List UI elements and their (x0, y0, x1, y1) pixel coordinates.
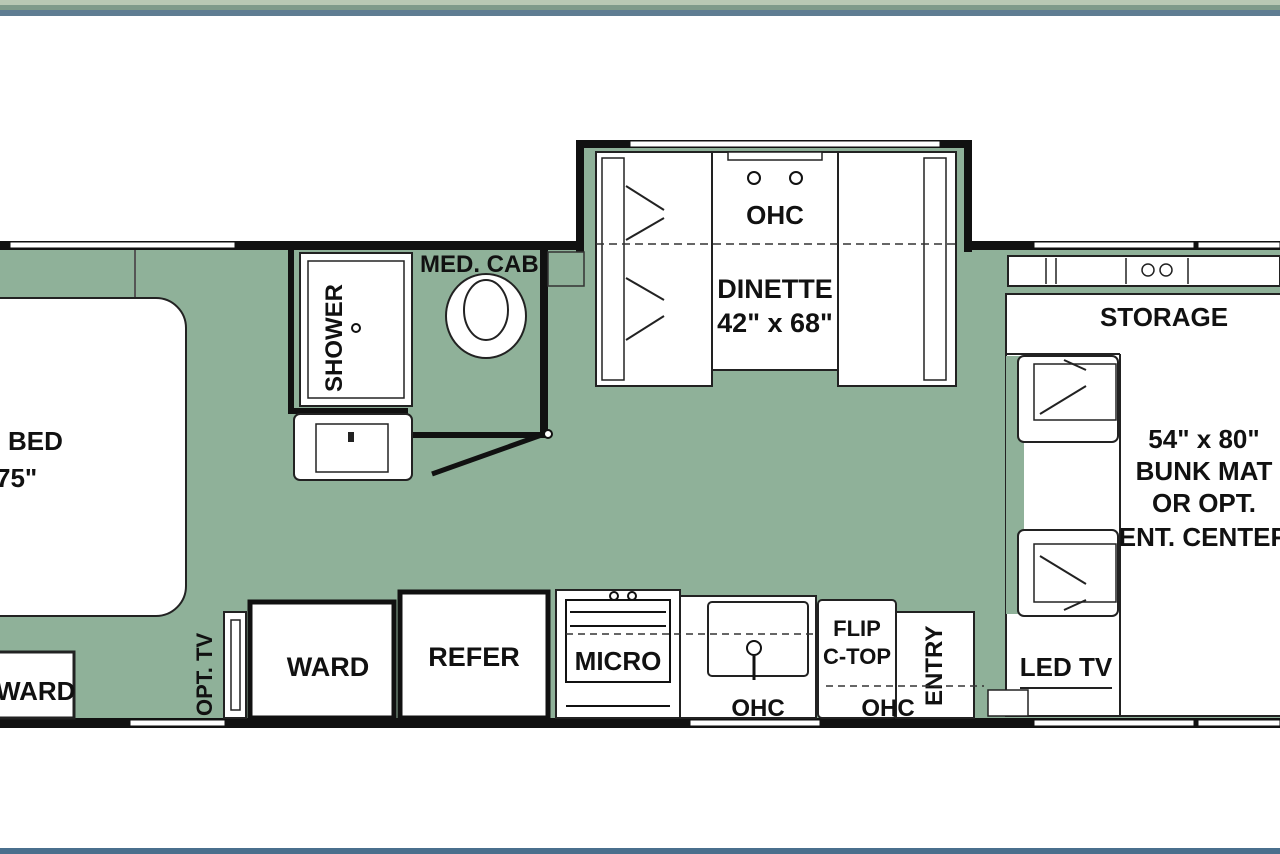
c-top-label: C-TOP (823, 644, 891, 669)
opt-tv-label: OPT. TV (192, 633, 217, 716)
cab-seat-upper (1017, 355, 1119, 443)
bunk-mat-label: BUNK MAT (1136, 456, 1273, 486)
ward-label: WARD (287, 652, 370, 682)
shower (299, 252, 413, 407)
ohc-entry-label: OHC (861, 695, 914, 722)
bottom-photo-strip (0, 848, 1280, 854)
dinette-table (711, 151, 839, 371)
wardrobe (247, 599, 397, 721)
ent-center-label: ENT. CENTER (1119, 522, 1280, 552)
bath-walls (288, 246, 548, 438)
overhead-storage-strip (1007, 255, 1280, 287)
opt-tv-cabinet (223, 611, 247, 719)
entry-label: ENTRY (921, 626, 948, 706)
dinette-label: DINETTE (717, 274, 833, 304)
bath-sink (293, 413, 413, 481)
refer-label: REFER (428, 642, 520, 672)
dinette-size-label: 42" x 68" (717, 308, 833, 338)
ohc-top-label: OHC (746, 200, 804, 230)
entry-step (895, 611, 975, 719)
med-cab-label: MED. CAB (420, 251, 539, 278)
micro-label: MICRO (575, 646, 662, 676)
windows (9, 140, 1280, 727)
bunk-size-label: 54" x 80" (1148, 424, 1259, 454)
wardrobe-left (0, 650, 76, 720)
galley-sink-counter (679, 595, 817, 719)
bed (0, 297, 187, 617)
storage-label: STORAGE (1100, 302, 1228, 332)
flip-label: FLIP (833, 616, 881, 641)
refrigerator (397, 589, 551, 721)
bed-label: BED (8, 426, 63, 456)
bed-size-label: 75" (0, 463, 37, 493)
ward-left-label: WARD (0, 676, 75, 706)
shower-label: SHOWER (321, 284, 348, 392)
led-tv-label: LED TV (1020, 652, 1113, 682)
ohc-sink-label: OHC (731, 695, 784, 722)
bath-door (431, 429, 551, 477)
or-opt-label: OR OPT. (1152, 488, 1256, 518)
